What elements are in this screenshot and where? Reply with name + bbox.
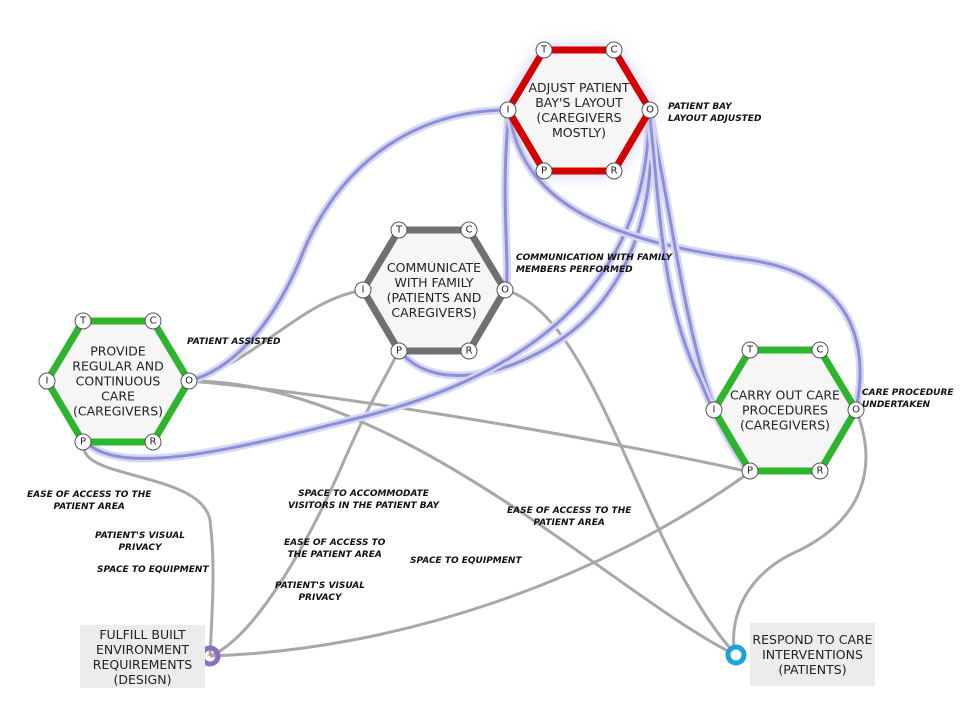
function-label-carry: CARRY OUT CARE PROCEDURES (CAREGIVERS) bbox=[730, 387, 840, 433]
function-label-communicate: COMMUNICATE WITH FAMILY (PATIENTS AND CA… bbox=[386, 260, 482, 320]
port-T-provide[interactable]: T bbox=[74, 312, 92, 330]
link-label: CARE PROCEDURE UNDERTAKEN bbox=[862, 388, 954, 410]
port-R-communicate[interactable]: R bbox=[460, 342, 478, 360]
respond-label: RESPOND TO CARE INTERVENTIONS (PATIENTS) bbox=[752, 632, 873, 677]
link-label: COMMUNICATION WITH FAMILY MEMBERS PERFOR… bbox=[516, 253, 673, 275]
port-C-communicate[interactable]: C bbox=[460, 221, 478, 239]
respond-port[interactable] bbox=[725, 644, 747, 666]
link-label: PATIENT'S VISUAL PRIVACY bbox=[275, 581, 365, 603]
link-label: PATIENT BAY LAYOUT ADJUSTED bbox=[668, 102, 762, 124]
link-label: EASE OF ACCESS TO THE PATIENT AREA bbox=[27, 490, 152, 512]
link-gray-3[interactable] bbox=[82, 440, 215, 657]
port-I-carry[interactable]: I bbox=[705, 401, 723, 419]
port-C-carry[interactable]: C bbox=[811, 341, 829, 359]
fulfill-label: FULFILL BUILT ENVIRONMENT REQUIREMENTS (… bbox=[92, 626, 193, 687]
port-P-carry[interactable]: P bbox=[741, 462, 759, 480]
port-P-communicate[interactable]: P bbox=[390, 342, 408, 360]
link-gray-6[interactable] bbox=[505, 288, 738, 657]
port-R-carry[interactable]: R bbox=[811, 462, 829, 480]
port-O-provide[interactable]: O bbox=[180, 372, 198, 390]
link-label: PATIENT'S VISUAL PRIVACY bbox=[95, 531, 185, 553]
link-gray-4[interactable] bbox=[209, 349, 401, 658]
port-C-provide[interactable]: C bbox=[144, 312, 162, 330]
link-highlight-0[interactable] bbox=[188, 108, 510, 383]
port-O-carry[interactable]: O bbox=[847, 401, 865, 419]
link-gray-5[interactable] bbox=[209, 470, 751, 658]
port-I-provide[interactable]: I bbox=[38, 372, 56, 390]
port-P-adjust[interactable]: P bbox=[535, 162, 553, 180]
port-I-communicate[interactable]: I bbox=[354, 281, 372, 299]
port-T-carry[interactable]: T bbox=[741, 341, 759, 359]
link-highlight-4[interactable] bbox=[507, 109, 862, 411]
link-label: PATIENT ASSISTED bbox=[187, 337, 281, 347]
port-T-adjust[interactable]: T bbox=[535, 41, 553, 59]
port-I-adjust[interactable]: I bbox=[499, 101, 517, 119]
background-function-respond[interactable]: RESPOND TO CARE INTERVENTIONS (PATIENTS) bbox=[750, 623, 875, 686]
link-label: SPACE TO ACCOMMODATE VISITORS IN THE PAT… bbox=[288, 489, 440, 511]
port-P-provide[interactable]: P bbox=[74, 433, 92, 451]
function-label-adjust: ADJUST PATIENT BAY'S LAYOUT (CAREGIVERS … bbox=[528, 80, 630, 140]
port-O-communicate[interactable]: O bbox=[496, 281, 514, 299]
link-gray-1[interactable] bbox=[188, 379, 737, 657]
port-R-provide[interactable]: R bbox=[144, 433, 162, 451]
port-T-communicate[interactable]: T bbox=[390, 221, 408, 239]
link-label: EASE OF ACCESS TO THE PATIENT AREA bbox=[284, 538, 386, 560]
link-label: SPACE TO EQUIPMENT bbox=[410, 556, 522, 566]
link-gray-7[interactable] bbox=[732, 409, 868, 656]
link-gray-0[interactable] bbox=[188, 379, 751, 474]
link-highlight-1[interactable] bbox=[503, 109, 511, 291]
link-highlight-2[interactable] bbox=[397, 109, 653, 377]
function-label-provide: PROVIDE REGULAR AND CONTINUOUS CARE (CAR… bbox=[72, 343, 164, 419]
background-function-fulfill[interactable]: FULFILL BUILT ENVIRONMENT REQUIREMENTS (… bbox=[80, 625, 205, 688]
port-R-adjust[interactable]: R bbox=[605, 162, 623, 180]
link-label: SPACE TO EQUIPMENT bbox=[97, 565, 209, 575]
port-C-adjust[interactable]: C bbox=[605, 41, 623, 59]
link-highlight-3[interactable] bbox=[83, 109, 651, 460]
link-label: EASE OF ACCESS TO THE PATIENT AREA bbox=[507, 506, 632, 528]
port-O-adjust[interactable]: O bbox=[641, 101, 659, 119]
